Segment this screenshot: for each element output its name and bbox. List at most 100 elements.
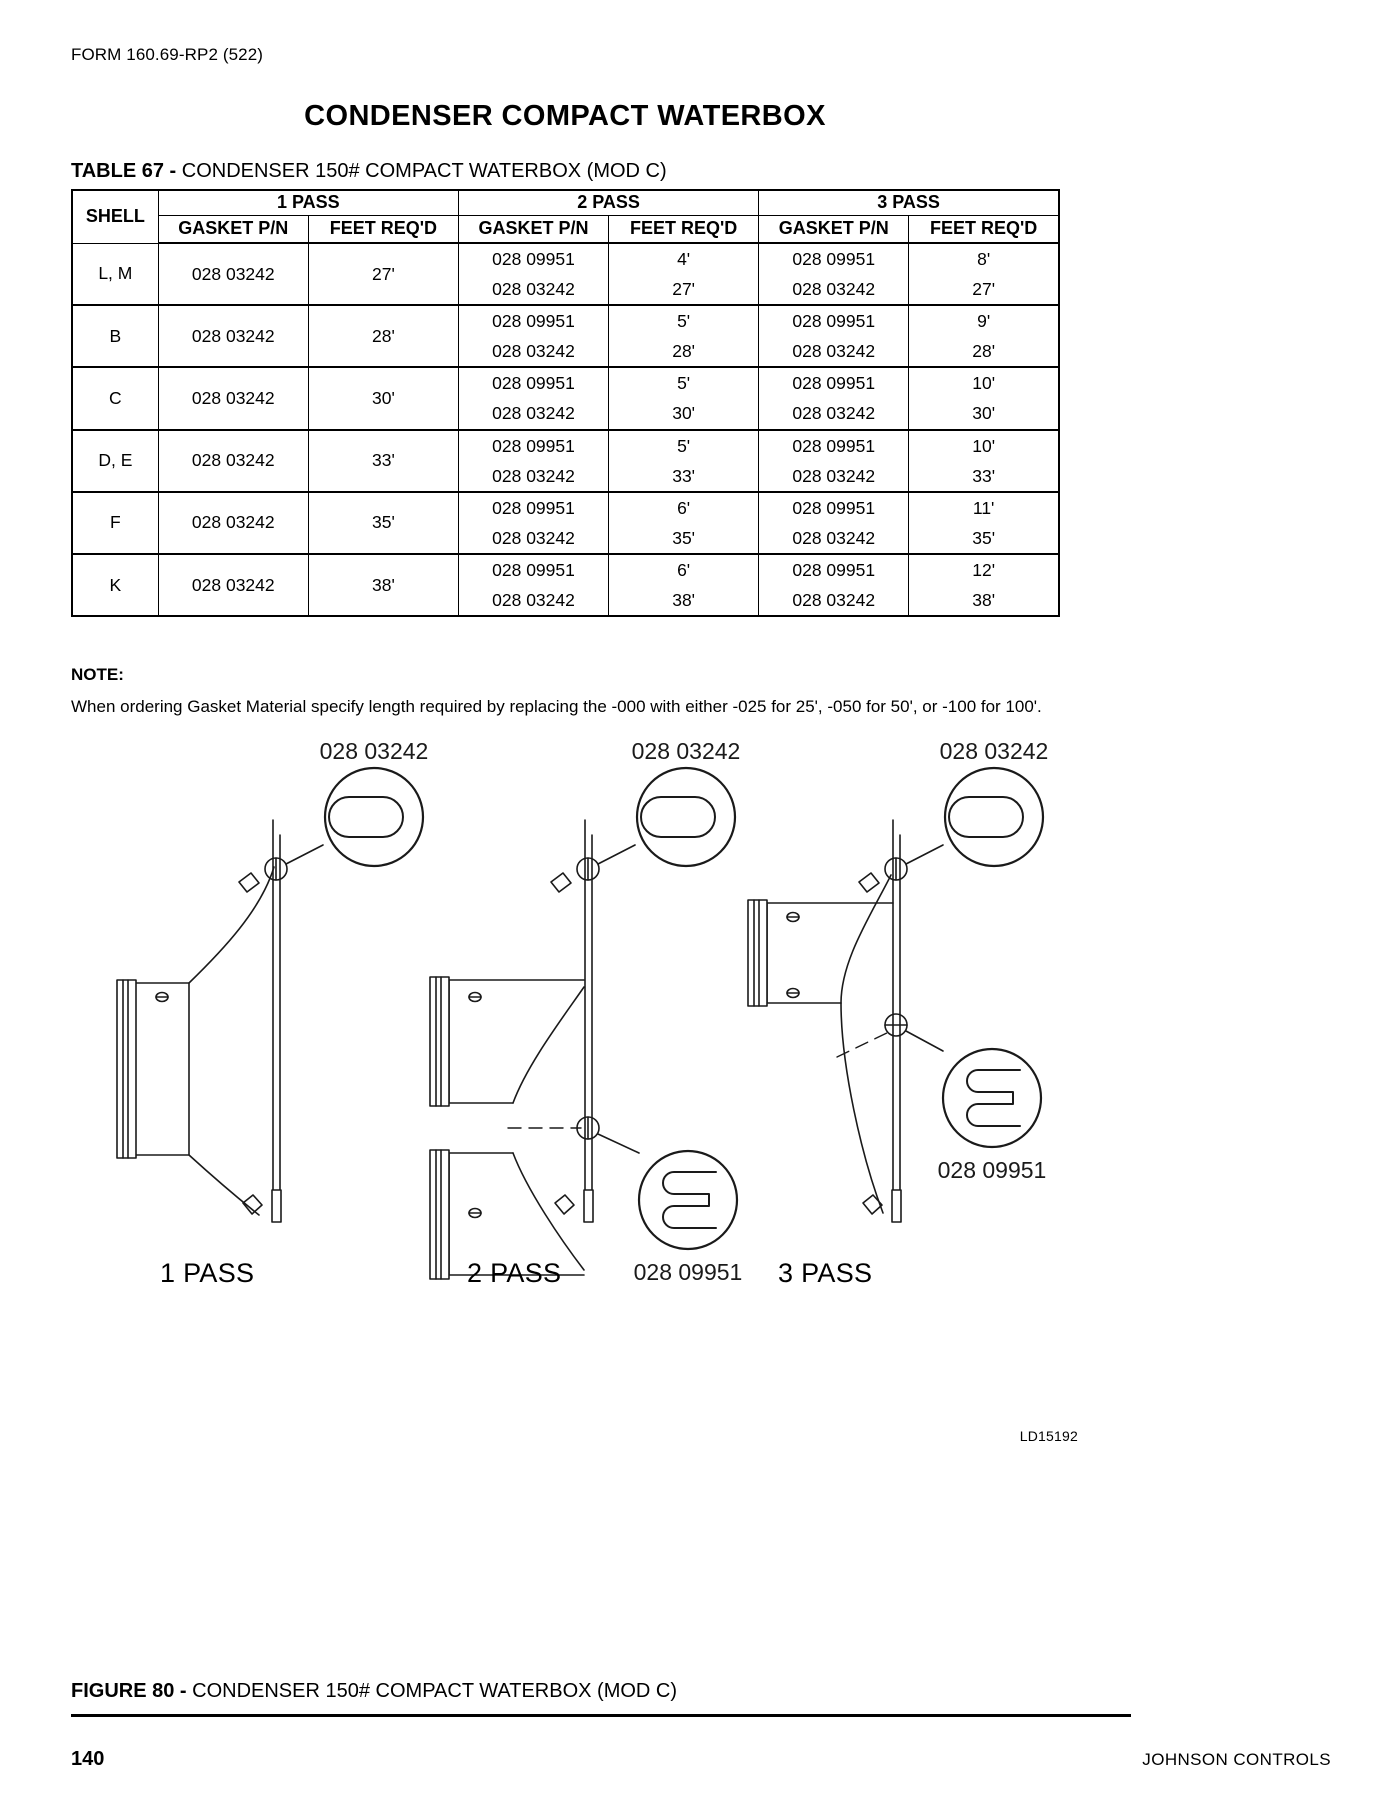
feet-b: 38' (972, 590, 996, 611)
cell-2pass-feet: 4'27' (608, 242, 760, 306)
header-feet-1: FEET REQ'D (307, 214, 459, 244)
cell-1pass-feet: 38' (307, 552, 459, 617)
table-caption-text: CONDENSER 150# COMPACT WATERBOX (MOD C) (181, 160, 667, 182)
brand-footer: JOHNSON CONTROLS (1142, 1750, 1331, 1769)
cell-3pass-feet: 10'33' (908, 428, 1060, 493)
gasket-a: 028 09951 (492, 311, 575, 332)
header-gasket-3: GASKET P/N (758, 214, 910, 244)
gasket-b: 028 03242 (492, 403, 575, 424)
cell-1pass-gasket: 028 03242 (157, 490, 309, 555)
gasket-a: 028 09951 (492, 373, 575, 394)
gasket-table: SHELL 1 PASS 2 PASS 3 PASS GASKET P/N FE… (71, 189, 1060, 618)
cell-2pass-feet: 5'33' (608, 428, 760, 493)
gasket-b: 028 03242 (492, 279, 575, 300)
feet-b: 27' (972, 279, 996, 300)
cell-1pass-feet: 30' (307, 366, 459, 431)
feet-b: 35' (972, 527, 996, 548)
note-label: NOTE: (71, 665, 124, 684)
cell-shell: F (71, 490, 159, 555)
cell-1pass-gasket: 028 03242 (157, 366, 309, 431)
gasket-b: 028 03242 (492, 590, 575, 611)
cell-1pass-gasket: 028 03242 (157, 552, 309, 617)
gasket-b: 028 03242 (492, 527, 575, 548)
form-code: FORM 160.69-RP2 (522) (71, 45, 264, 64)
cell-2pass-gasket: 028 09951 028 03242 (457, 242, 610, 306)
gasket-b: 028 03242 (792, 527, 876, 548)
feet-a: 4' (677, 249, 691, 269)
gasket-a: 028 09951 (492, 497, 575, 518)
gasket-a: 028 09951 (792, 559, 876, 580)
cell-shell: K (71, 552, 159, 617)
gasket-b: 028 03242 (792, 403, 876, 424)
pass-label-3: 3 PASS (778, 1258, 873, 1288)
note-text: When ordering Gasket Material specify le… (71, 697, 1042, 716)
header-group-3pass: 3 PASS (758, 189, 1060, 216)
cell-shell: L, M (71, 242, 159, 306)
cell-3pass-feet: 10'30' (908, 366, 1060, 431)
gasket-a: 028 09951 (792, 249, 876, 269)
cell-2pass-feet: 6'38' (608, 552, 760, 617)
feet-a: 5' (677, 435, 691, 456)
cell-2pass-feet: 5'30' (608, 366, 760, 431)
cell-shell: C (71, 366, 159, 431)
header-group-1pass: 1 PASS (157, 189, 459, 216)
cell-3pass-feet: 8'27' (908, 242, 1060, 306)
feet-a: 5' (677, 373, 691, 394)
callout-1pass-top: 028 03242 (320, 738, 429, 764)
gasket-a: 028 09951 (492, 249, 575, 269)
gasket-a: 028 09951 (792, 311, 876, 332)
header-feet-2: FEET REQ'D (608, 214, 760, 244)
feet-a: 10' (972, 373, 996, 394)
gasket-b: 028 03242 (492, 465, 575, 486)
ld-code: LD15192 (1019, 1428, 1078, 1444)
cell-1pass-gasket: 028 03242 (157, 304, 309, 368)
cell-1pass-gasket: 028 03242 (157, 242, 309, 306)
feet-b: 30' (672, 403, 696, 424)
cell-1pass-gasket: 028 03242 (157, 428, 309, 493)
pass-label-2: 2 PASS (467, 1258, 562, 1288)
feet-b: 33' (672, 465, 696, 486)
callout-3pass-bottom: 028 09951 (938, 1157, 1047, 1183)
cell-2pass-gasket: 028 09951 028 03242 (457, 552, 610, 617)
cell-1pass-feet: 33' (307, 428, 459, 493)
feet-a: 6' (677, 497, 691, 518)
gasket-a: 028 09951 (792, 435, 876, 456)
header-group-2pass: 2 PASS (457, 189, 760, 216)
gasket-b: 028 03242 (492, 341, 575, 362)
footer-rule (71, 1714, 1131, 1717)
figure-caption: FIGURE 80 - CONDENSER 150# COMPACT WATER… (71, 1680, 677, 1703)
figure-caption-text: CONDENSER 150# COMPACT WATERBOX (MOD C) (192, 1680, 678, 1702)
cell-2pass-gasket: 028 09951 028 03242 (457, 428, 610, 493)
cell-2pass-feet: 5'28' (608, 304, 760, 368)
feet-a: 11' (972, 497, 995, 518)
gasket-b: 028 03242 (792, 465, 876, 486)
callout-3pass-top: 028 03242 (940, 738, 1049, 764)
cell-shell: D, E (71, 428, 159, 493)
feet-a: 9' (977, 311, 991, 332)
feet-b: 30' (972, 403, 996, 424)
feet-a: 10' (972, 435, 996, 456)
figure-caption-label: FIGURE 80 - (71, 1680, 193, 1702)
cell-3pass-feet: 11'35' (908, 490, 1060, 555)
cell-3pass-feet: 9'28' (908, 304, 1060, 368)
gasket-a: 028 09951 (492, 435, 575, 456)
header-gasket-1: GASKET P/N (157, 214, 309, 244)
gasket-table-wrapper: SHELL 1 PASS 2 PASS 3 PASS GASKET P/N FE… (71, 189, 1060, 618)
waterbox-diagrams-svg: 028 03242 028 03242 028 09951 028 03242 … (116, 738, 1049, 1285)
gasket-a: 028 09951 (492, 559, 575, 580)
feet-a: 12' (972, 559, 996, 580)
feet-a: 6' (677, 559, 691, 580)
cell-3pass-feet: 12'38' (908, 552, 1060, 617)
feet-a: 5' (677, 311, 691, 332)
gasket-b: 028 03242 (792, 590, 876, 611)
cell-1pass-feet: 28' (307, 304, 459, 368)
header-feet-3: FEET REQ'D (908, 214, 1060, 244)
table-row: L, M 028 03242 27' 028 09951 028 03242 4'… (71, 242, 1060, 306)
cell-1pass-feet: 27' (307, 242, 459, 306)
